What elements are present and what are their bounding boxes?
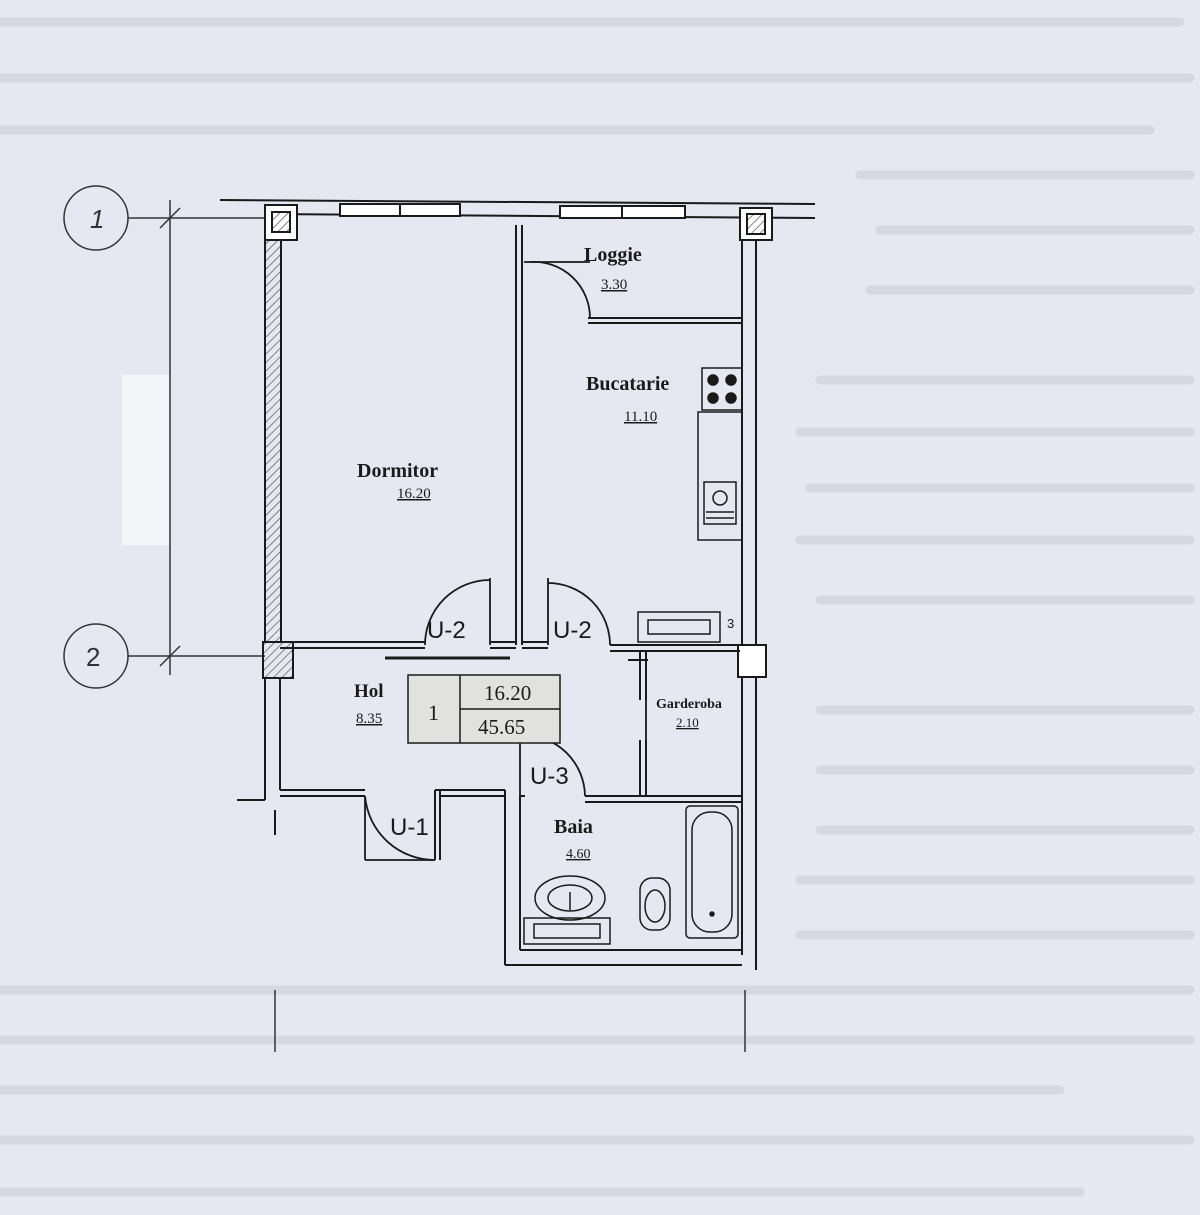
summary-total-area: 45.65 xyxy=(478,715,525,739)
door-tag-baia: U-3 xyxy=(530,763,569,790)
kitchen-fixtures xyxy=(637,367,743,643)
summary-living-area: 16.20 xyxy=(484,681,531,705)
room-baia-area: 4.60 xyxy=(566,847,591,862)
summary-table xyxy=(407,674,561,744)
summary-rooms-count: 1 xyxy=(428,700,439,725)
door-tag-bucatarie: U-2 xyxy=(553,617,592,644)
door-swings xyxy=(364,260,647,861)
room-garderoba-area: 2.10 xyxy=(676,715,699,730)
room-dormitor-area: 16.20 xyxy=(397,486,431,502)
bathroom-fixtures xyxy=(523,805,739,945)
room-loggie-area: 3.30 xyxy=(601,277,627,293)
bleed-through-text xyxy=(0,17,1195,1197)
fridge-mark: 3 xyxy=(727,616,734,631)
paper-patch xyxy=(122,375,170,545)
door-tag-dormitor: U-2 xyxy=(427,617,466,644)
room-garderoba-name: Garderoba xyxy=(656,697,722,712)
walls xyxy=(219,199,816,970)
room-bucatarie-area: 11.10 xyxy=(624,409,657,425)
door-tag-entry: U-1 xyxy=(390,814,429,841)
room-loggie-name: Loggie xyxy=(584,244,642,266)
axis-1-label: 1 xyxy=(90,204,104,234)
axis-markers xyxy=(63,185,746,1052)
room-baia-name: Baia xyxy=(554,816,593,838)
room-dormitor-name: Dormitor xyxy=(357,460,438,482)
axis-2-label: 2 xyxy=(86,642,100,672)
room-hol-area: 8.35 xyxy=(356,711,382,727)
room-bucatarie-name: Bucatarie xyxy=(586,373,669,395)
room-hol-name: Hol xyxy=(354,681,384,702)
